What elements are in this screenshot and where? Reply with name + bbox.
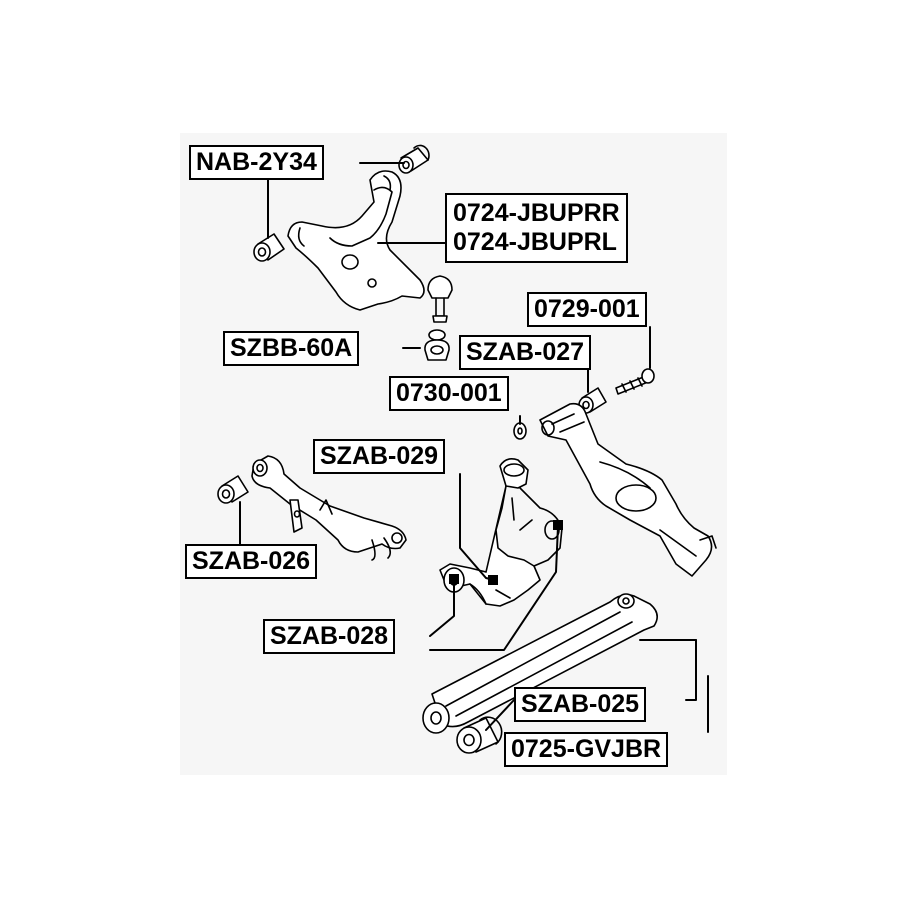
label-0724-jbuprl: 0724-JBUPRL <box>453 227 617 256</box>
upper-arm-bushing-top <box>398 144 430 174</box>
label-szab-026: SZAB-026 <box>185 544 318 579</box>
label-szbb-60a: SZBB-60A <box>223 331 360 366</box>
label-nab-2y34: NAB-2Y34 <box>189 145 324 180</box>
upper-arm-bushing-left <box>253 233 285 262</box>
label-szab-029: SZAB-029 <box>313 439 446 474</box>
lower-arm-bolt <box>615 368 655 395</box>
lower-link <box>422 593 658 734</box>
label-upper-arm-group: 0724-JBUPRR 0724-JBUPRL <box>445 193 628 263</box>
lower-arm-washer <box>513 422 527 440</box>
label-0730-001: 0730-001 <box>389 376 509 411</box>
rear-knuckle <box>439 458 563 607</box>
label-0724-jbuprr: 0724-JBUPRR <box>453 199 620 227</box>
leader-markers <box>449 520 563 585</box>
leader-lines <box>239 162 709 733</box>
label-szab-028: SZAB-028 <box>263 619 396 654</box>
label-szab-025: SZAB-025 <box>514 687 647 722</box>
ball-joint-boot <box>424 329 450 361</box>
upper-control-arm <box>287 170 425 311</box>
label-0725-gvjbr: 0725-GVJBR <box>504 732 669 767</box>
label-0729-001: 0729-001 <box>527 292 647 327</box>
label-szab-027: SZAB-027 <box>459 335 592 370</box>
lower-control-arm <box>539 402 717 577</box>
trailing-arm-bushing <box>217 475 249 504</box>
upper-ball-joint <box>427 275 453 323</box>
trailing-arm <box>251 455 407 561</box>
